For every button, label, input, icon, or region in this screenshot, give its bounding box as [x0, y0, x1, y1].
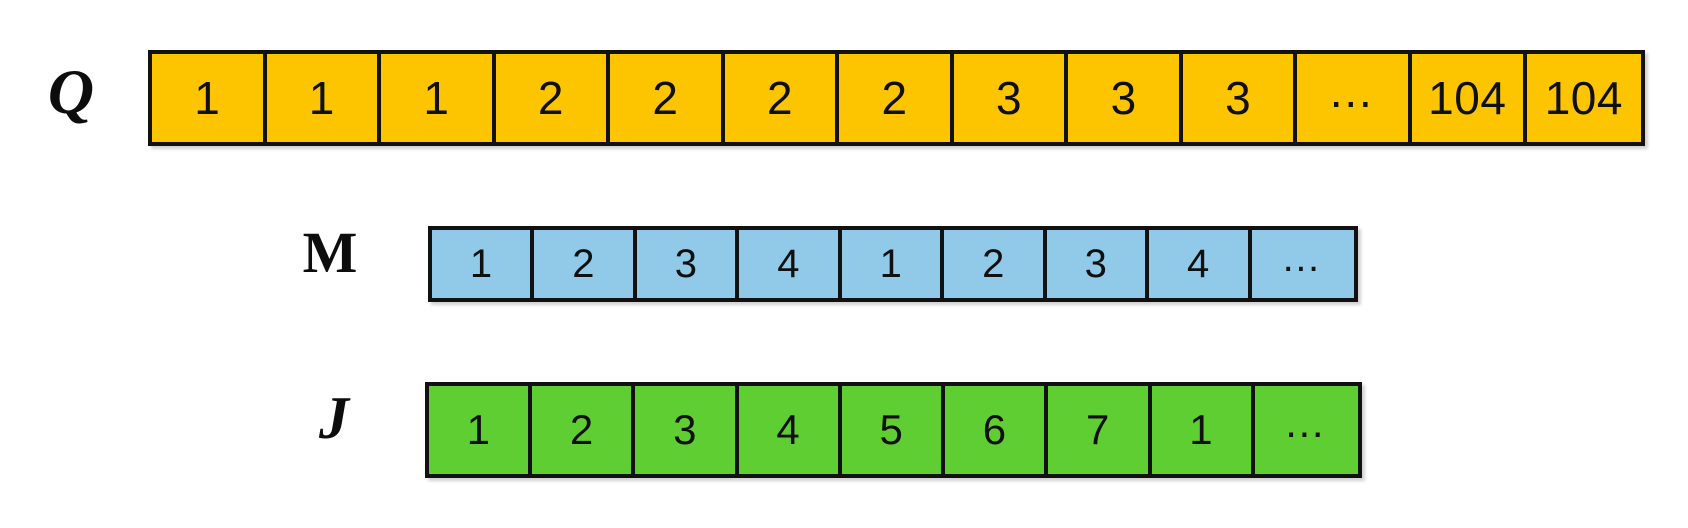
- array-cell-m-1: 1: [432, 230, 535, 298]
- array-cell-q-6: 2: [724, 54, 840, 142]
- array-cell-j-5: 5: [841, 386, 946, 474]
- array-cell-m-4: 4: [739, 230, 842, 298]
- array-cell-j-9: …: [1254, 386, 1358, 474]
- row-label-j: J: [319, 385, 349, 451]
- row-label-q: Q: [47, 56, 95, 127]
- array-cell-q-8: 3: [953, 54, 1069, 142]
- array-cell-j-2: 2: [532, 386, 636, 474]
- array-cell-q-1: 1: [152, 54, 267, 142]
- array-cell-q-5: 2: [610, 54, 725, 142]
- array-cell-j-3: 3: [635, 386, 739, 474]
- array-cell-m-7: 3: [1046, 230, 1150, 298]
- array-cell-q-2: 1: [266, 54, 382, 142]
- array-cell-j-1: 1: [429, 386, 533, 474]
- array-cell-q-11: …: [1297, 54, 1413, 142]
- array-cell-q-4: 2: [495, 54, 611, 142]
- array-cell-m-2: 2: [534, 230, 637, 298]
- array-cell-q-7: 2: [839, 54, 954, 142]
- array-cell-m-6: 2: [944, 230, 1047, 298]
- array-cell-q-12: 104: [1412, 54, 1527, 142]
- array-cell-j-7: 7: [1048, 386, 1152, 474]
- array-cell-q-13: 104: [1526, 54, 1642, 142]
- array-cell-q-9: 3: [1068, 54, 1183, 142]
- array-cell-m-3: 3: [636, 230, 740, 298]
- array-cell-m-5: 1: [841, 230, 945, 298]
- row-label-m: M: [302, 220, 358, 285]
- array-cell-q-3: 1: [381, 54, 496, 142]
- array-cell-m-9: …: [1251, 230, 1355, 298]
- array-cell-j-4: 4: [738, 386, 842, 474]
- array-cell-j-8: 1: [1151, 386, 1255, 474]
- array-cell-q-10: 3: [1182, 54, 1298, 142]
- array-cell-m-8: 4: [1149, 230, 1252, 298]
- array-cell-j-6: 6: [945, 386, 1049, 474]
